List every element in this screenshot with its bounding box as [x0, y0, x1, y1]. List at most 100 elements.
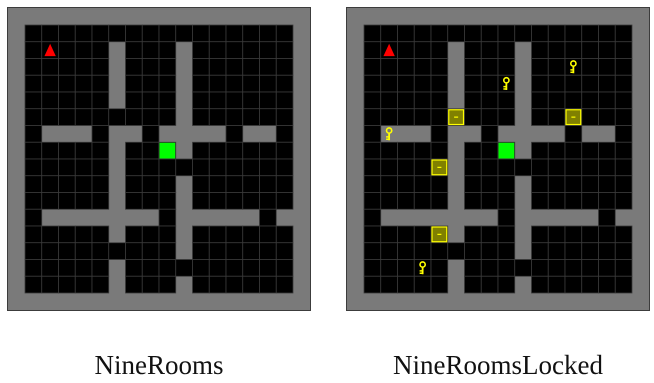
floor-cell — [599, 193, 616, 210]
floor-cell — [142, 25, 159, 42]
floor-cell — [364, 226, 381, 243]
floor-cell — [142, 109, 159, 126]
floor-cell — [276, 243, 293, 260]
floor-cell — [381, 159, 398, 176]
floor-cell — [226, 193, 243, 210]
floor-cell — [42, 109, 59, 126]
floor-cell — [532, 176, 549, 193]
floor-cell — [276, 142, 293, 159]
floor-cell — [615, 193, 632, 210]
floor-cell — [276, 126, 293, 143]
floor-cell — [565, 193, 582, 210]
floor-cell — [209, 193, 226, 210]
floor-cell — [260, 226, 277, 243]
floor-cell — [398, 276, 415, 293]
floor-cell — [465, 75, 482, 92]
floor-cell — [243, 176, 260, 193]
floor-cell — [75, 75, 92, 92]
floor-cell — [431, 109, 448, 126]
floor-cell — [276, 25, 293, 42]
floor-cell — [42, 176, 59, 193]
floor-cell — [59, 59, 76, 76]
floor-cell — [599, 159, 616, 176]
floor-cell — [226, 260, 243, 277]
floor-cell — [398, 142, 415, 159]
floor-cell — [582, 75, 599, 92]
floor-cell — [193, 260, 210, 277]
floor-cell — [59, 25, 76, 42]
floor-cell — [126, 25, 143, 42]
floor-cell — [25, 226, 42, 243]
floor-cell — [126, 159, 143, 176]
floor-cell — [159, 59, 176, 76]
floor-cell — [126, 75, 143, 92]
floor-cell — [498, 92, 515, 109]
floor-cell — [364, 193, 381, 210]
nine-rooms-locked-board — [346, 7, 650, 311]
floor-cell — [515, 25, 532, 42]
floor-cell — [565, 75, 582, 92]
floor-cell — [515, 260, 532, 277]
floor-cell — [481, 75, 498, 92]
floor-cell — [193, 176, 210, 193]
floor-cell — [548, 176, 565, 193]
floor-cell — [92, 226, 109, 243]
floor-cell — [142, 126, 159, 143]
floor-cell — [243, 142, 260, 159]
floor-cell — [276, 276, 293, 293]
floor-cell — [381, 193, 398, 210]
floor-cell — [59, 159, 76, 176]
floor-cell — [42, 59, 59, 76]
floor-cell — [126, 42, 143, 59]
floor-cell — [565, 176, 582, 193]
floor-cell — [364, 126, 381, 143]
floor-cell — [193, 75, 210, 92]
floor-cell — [142, 75, 159, 92]
floor-cell — [260, 109, 277, 126]
floor-cell — [364, 243, 381, 260]
floor-cell — [260, 176, 277, 193]
floor-cell — [276, 75, 293, 92]
floor-cell — [25, 159, 42, 176]
floor-cell — [59, 193, 76, 210]
floor-cell — [92, 25, 109, 42]
floor-cell — [532, 193, 549, 210]
floor-cell — [75, 193, 92, 210]
floor-cell — [193, 109, 210, 126]
floor-cell — [582, 226, 599, 243]
floor-cell — [75, 109, 92, 126]
floor-cell — [548, 92, 565, 109]
floor-cell — [398, 109, 415, 126]
floor-cell — [465, 142, 482, 159]
floor-cell — [481, 159, 498, 176]
floor-cell — [260, 75, 277, 92]
floor-cell — [431, 75, 448, 92]
floor-cell — [414, 109, 431, 126]
floor-cell — [565, 126, 582, 143]
floor-cell — [42, 260, 59, 277]
floor-cell — [59, 42, 76, 59]
floor-cell — [582, 59, 599, 76]
floor-cell — [260, 25, 277, 42]
floor-cell — [75, 159, 92, 176]
floor-cell — [481, 226, 498, 243]
floor-cell — [565, 42, 582, 59]
floor-cell — [92, 276, 109, 293]
floor-cell — [159, 226, 176, 243]
floor-cell — [481, 126, 498, 143]
floor-cell — [565, 142, 582, 159]
floor-cell — [126, 243, 143, 260]
floor-cell — [381, 59, 398, 76]
floor-cell — [159, 209, 176, 226]
floor-cell — [599, 25, 616, 42]
floor-cell — [364, 209, 381, 226]
floor-cell — [414, 226, 431, 243]
floor-cell — [381, 226, 398, 243]
floor-cell — [615, 176, 632, 193]
goal-square — [499, 143, 515, 159]
floor-cell — [142, 176, 159, 193]
floor-cell — [59, 226, 76, 243]
floor-cell — [431, 92, 448, 109]
floor-cell — [582, 193, 599, 210]
floor-cell — [448, 25, 465, 42]
